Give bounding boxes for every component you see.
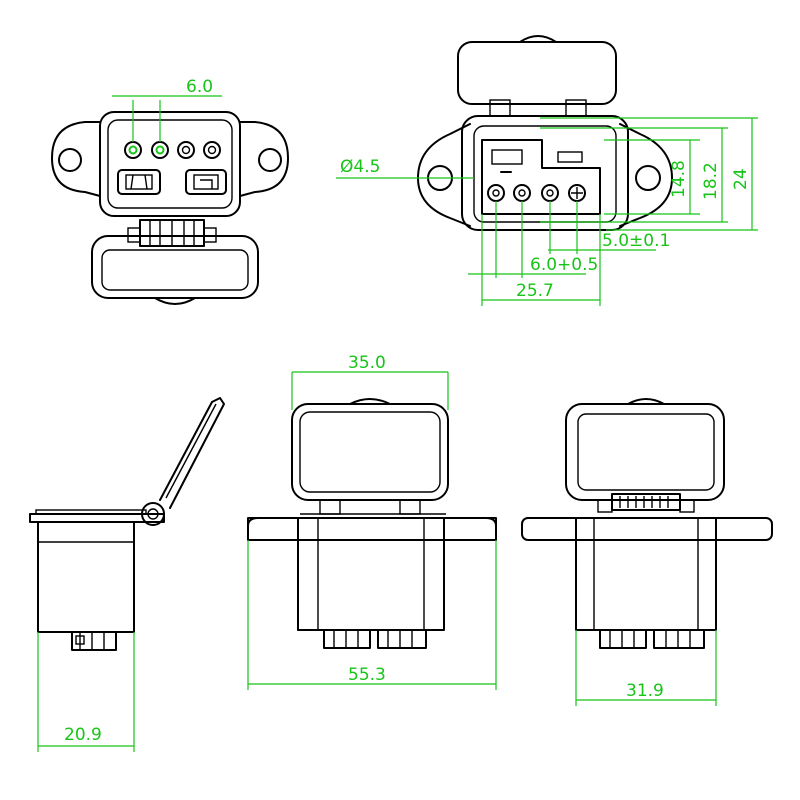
dimension-side-depth: 20.9 <box>37 632 135 752</box>
dimension-body-width-back: 31.9 <box>575 630 717 706</box>
dimension-flange-width: 55.3 <box>247 540 497 690</box>
front-view: Ø4.5 14.8 18.2 24 5.0±0.1 6.0+0.5 25.7 <box>336 35 758 306</box>
dimension-cover-width: 35.0 <box>291 353 449 410</box>
dimension-label: 55.3 <box>348 665 386 685</box>
dimension-label: 25.7 <box>516 281 554 301</box>
dimension-pin-spacing: 5.0±0.1 6.0+0.5 25.7 <box>468 201 670 306</box>
dimension-label: Ø4.5 <box>340 157 380 177</box>
dimension-label: 35.0 <box>348 353 386 373</box>
dimension-label: 5.0±0.1 <box>602 231 670 251</box>
rear-pins <box>124 141 221 159</box>
front-pins <box>487 184 586 202</box>
dimension-heights: 14.8 18.2 24 <box>540 117 758 231</box>
dimension-label: 31.9 <box>626 681 664 701</box>
dimension-hole-diameter: Ø4.5 <box>336 157 474 179</box>
dimension-pin-pitch-top: 6.0 <box>112 77 222 142</box>
dimension-label: 6.0 <box>186 77 213 97</box>
dimension-label: 20.9 <box>64 725 102 745</box>
dimension-label: 6.0+0.5 <box>530 255 598 275</box>
side-view: 20.9 <box>29 397 225 752</box>
dimension-label: 18.2 <box>701 162 721 200</box>
elevation-view-right: 31.9 <box>521 398 773 706</box>
dimension-label: 14.8 <box>669 160 689 198</box>
rear-view: 6.0 <box>51 77 289 305</box>
elevation-view-middle: 35.0 55.3 <box>247 353 497 690</box>
dimension-label: 24 <box>731 168 751 190</box>
